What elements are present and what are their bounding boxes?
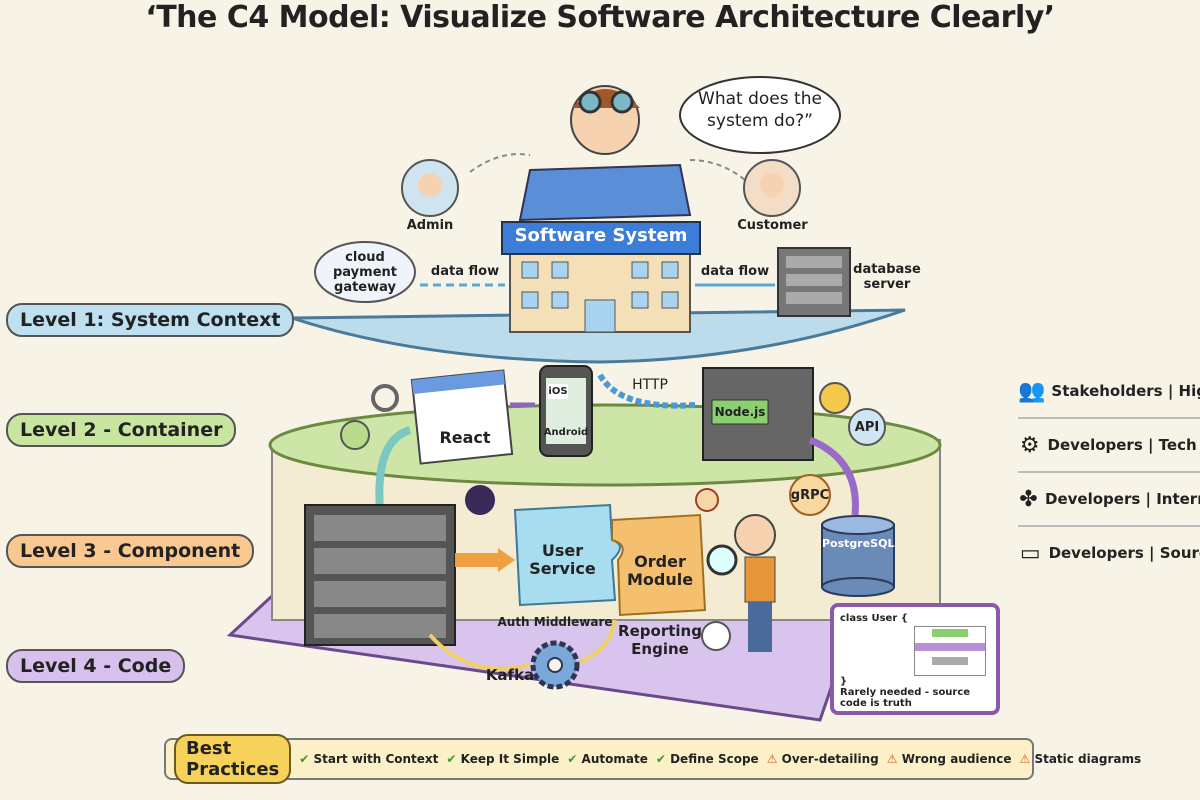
check-icon: ✔ <box>655 752 666 766</box>
cloud-label: cloud payment gateway <box>333 250 397 295</box>
reporting-engine-label: Reporting Engine <box>618 622 702 658</box>
legend-row: 👥 Stakeholders | High- <box>1018 365 1200 419</box>
bolt-left-icon <box>340 420 370 450</box>
data-flow-right: data flow <box>700 264 770 279</box>
grpc-label: gRPC <box>790 488 830 503</box>
order-module-label: Order Module <box>626 552 694 589</box>
legend-text: Developers | Tech st <box>1047 436 1200 454</box>
order-module-puzzle <box>611 513 707 617</box>
user-service-label: User Service <box>529 541 596 578</box>
code-caption: Rarely needed - source code is truth <box>840 687 971 709</box>
page-title: ‘The C4 Model: Visualize Software Archit… <box>145 0 1055 35</box>
data-flow-left: data flow <box>430 264 500 279</box>
legend-text: Developers | Interna <box>1045 490 1200 508</box>
admin-label: Admin <box>406 218 454 233</box>
antipattern-item: ⚠ Static diagrams <box>1019 752 1142 766</box>
http-label: HTTP <box>632 377 668 393</box>
best-practices-heading: Best Practices <box>174 734 292 784</box>
practice-item: ✔ Start with Context <box>299 752 439 766</box>
legend-text: Stakeholders | High- <box>1051 382 1200 400</box>
api-badge <box>848 408 886 446</box>
level1-label: Level 1: System Context <box>6 303 295 337</box>
legend-text: Developers | Source <box>1048 544 1200 562</box>
developer-head <box>734 514 776 556</box>
react-label: React <box>439 428 491 447</box>
auth-middleware-label: Auth Middleware <box>497 615 613 629</box>
code-panel: class User { } Rarely needed - source co… <box>830 603 1000 715</box>
legend-row: ▭ Developers | Source <box>1018 527 1200 579</box>
speech-text: What does the system do?” <box>698 89 822 131</box>
level3-label: Level 3 - Component <box>6 534 255 568</box>
kafka-label: Kafka <box>485 666 535 684</box>
check-icon: ✔ <box>446 752 457 766</box>
level2-label: Level 2 - Container <box>6 413 237 447</box>
node-label: Node.js <box>714 405 766 419</box>
system-label: Software System <box>514 225 688 246</box>
practice-item: ✔ Define Scope <box>655 752 759 766</box>
code-close: } <box>840 676 848 687</box>
level4-label: Level 4 - Code <box>6 649 186 683</box>
purple-chip-icon <box>465 485 495 515</box>
warning-icon: ⚠ <box>766 752 778 766</box>
antipattern-item: ⚠ Over-detailing <box>766 752 879 766</box>
components-icon: ✤ <box>1019 486 1038 512</box>
level2-platform <box>268 403 942 487</box>
legend-row: ⚙ Developers | Tech st <box>1018 419 1200 473</box>
gear-icon: ⚙ <box>1019 432 1040 458</box>
android-label: Android <box>543 427 589 438</box>
lock-icon <box>695 488 719 512</box>
api-label: API <box>854 420 880 435</box>
magnifier-icon <box>706 544 738 576</box>
practice-item: ✔ Keep It Simple <box>446 752 560 766</box>
level1-platform <box>291 308 906 364</box>
postgres-label: PostgreSQL <box>822 537 895 550</box>
window-icon: ▭ <box>1019 540 1041 566</box>
best-practices-bar: Best Practices ✔ Start with Context ✔ Ke… <box>164 734 1141 784</box>
customer-label: Customer <box>737 218 808 233</box>
antipattern-item: ⚠ Wrong audience <box>886 752 1012 766</box>
gear-small-icon <box>371 384 399 412</box>
check-icon: ✔ <box>299 752 310 766</box>
speech-bubble <box>679 76 841 154</box>
grpc-badge <box>789 474 831 516</box>
bolt-icon <box>819 382 851 414</box>
audience-legend: 👥 Stakeholders | High- ⚙ Developers | Tech… <box>1018 365 1200 579</box>
warning-icon: ⚠ <box>1019 752 1031 766</box>
cloud-icon <box>314 241 416 303</box>
check-icon: ✔ <box>567 752 578 766</box>
legend-row: ✤ Developers | Interna <box>1018 473 1200 527</box>
chart-icon <box>701 621 731 651</box>
warning-icon: ⚠ <box>886 752 898 766</box>
practice-item: ✔ Automate <box>567 752 648 766</box>
code-title: class User { <box>840 613 908 624</box>
database-label: database server <box>853 262 921 292</box>
people-icon: 👥 <box>1018 378 1046 404</box>
postgres-cylinder <box>821 515 895 597</box>
system-sign <box>501 221 701 255</box>
ios-badge: iOS <box>548 384 568 399</box>
blueprint <box>518 163 692 222</box>
